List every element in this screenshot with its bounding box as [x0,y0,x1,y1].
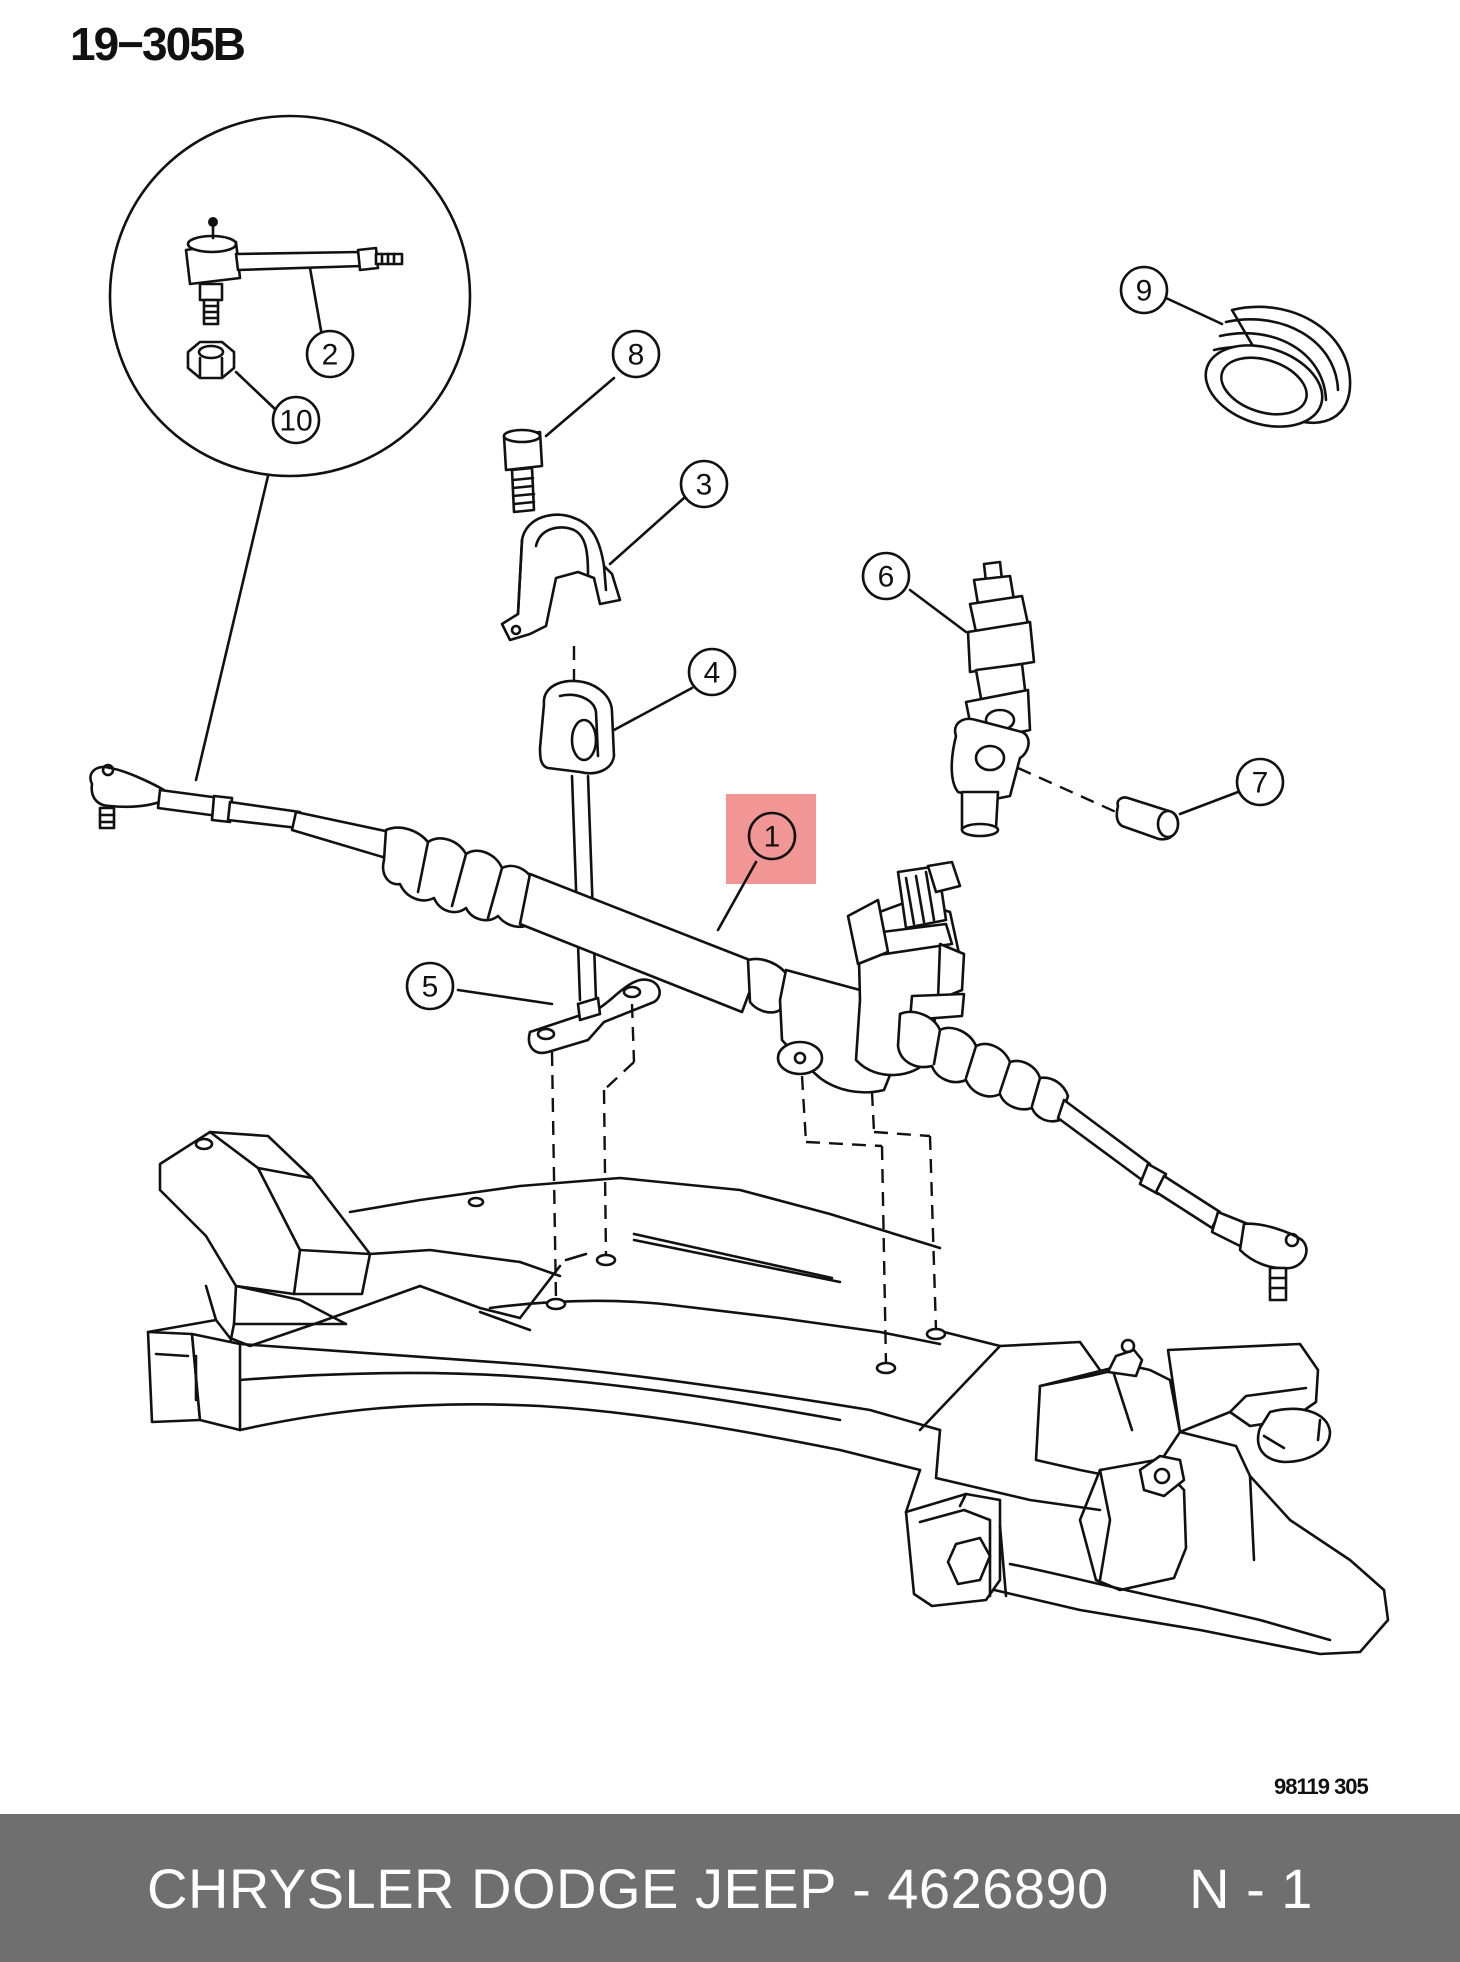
footer-caption: CHRYSLER DODGE JEEP - 4626890 N - 1 [147,1856,1313,1921]
callout-1: 1 [747,811,797,861]
highlight-box [726,794,816,884]
callout-4: 4 [687,647,737,697]
callout-9: 9 [1119,265,1169,315]
callout-5: 5 [405,961,455,1011]
callout-10-label: 10 [279,405,312,438]
rack-and-pinion-part [89,763,1308,1302]
callout-2-label: 2 [322,339,339,372]
retainer-plate-part [527,978,661,1055]
detail-inset [108,114,472,782]
footer-bar: CHRYSLER DODGE JEEP - 4626890 N - 1 [0,1814,1460,1962]
callout-7: 7 [1235,757,1285,807]
callout-9-label: 9 [1136,275,1153,308]
callout-8: 8 [611,329,661,379]
callout-3: 3 [679,459,729,509]
callout-5-label: 5 [422,971,439,1004]
bushing-part [538,679,616,775]
footer-part-number: 4626890 [887,1856,1109,1920]
callout-7-label: 7 [1252,767,1269,800]
parts-diagram: 19−305B [70,18,1390,1799]
nut-detail [186,340,236,380]
callout-3-label: 3 [696,469,713,502]
mounting-bracket-part [500,513,622,642]
crossmember-frame [146,1130,1390,1656]
callout-1-label: 1 [764,821,781,854]
callout-10: 10 [271,395,321,445]
tie-rod-end-detail [184,217,404,326]
intermediate-shaft-part [950,560,1036,838]
diagram-id-label: 19−305B [70,18,245,70]
bolt-part [502,428,544,514]
footer-separator: - [852,1856,872,1920]
diagram-code-label: 98119 305 [1274,1774,1369,1799]
callout-8-label: 8 [628,339,645,372]
coupling-pin-part [1115,796,1180,841]
callout-2: 2 [305,329,355,379]
footer-brand: CHRYSLER DODGE JEEP [147,1856,836,1920]
footer-index: N - 1 [1189,1856,1313,1920]
callout-4-label: 4 [704,657,721,690]
callout-6: 6 [861,551,911,601]
callout-6-label: 6 [878,561,895,594]
dust-boot-part [1204,305,1352,428]
